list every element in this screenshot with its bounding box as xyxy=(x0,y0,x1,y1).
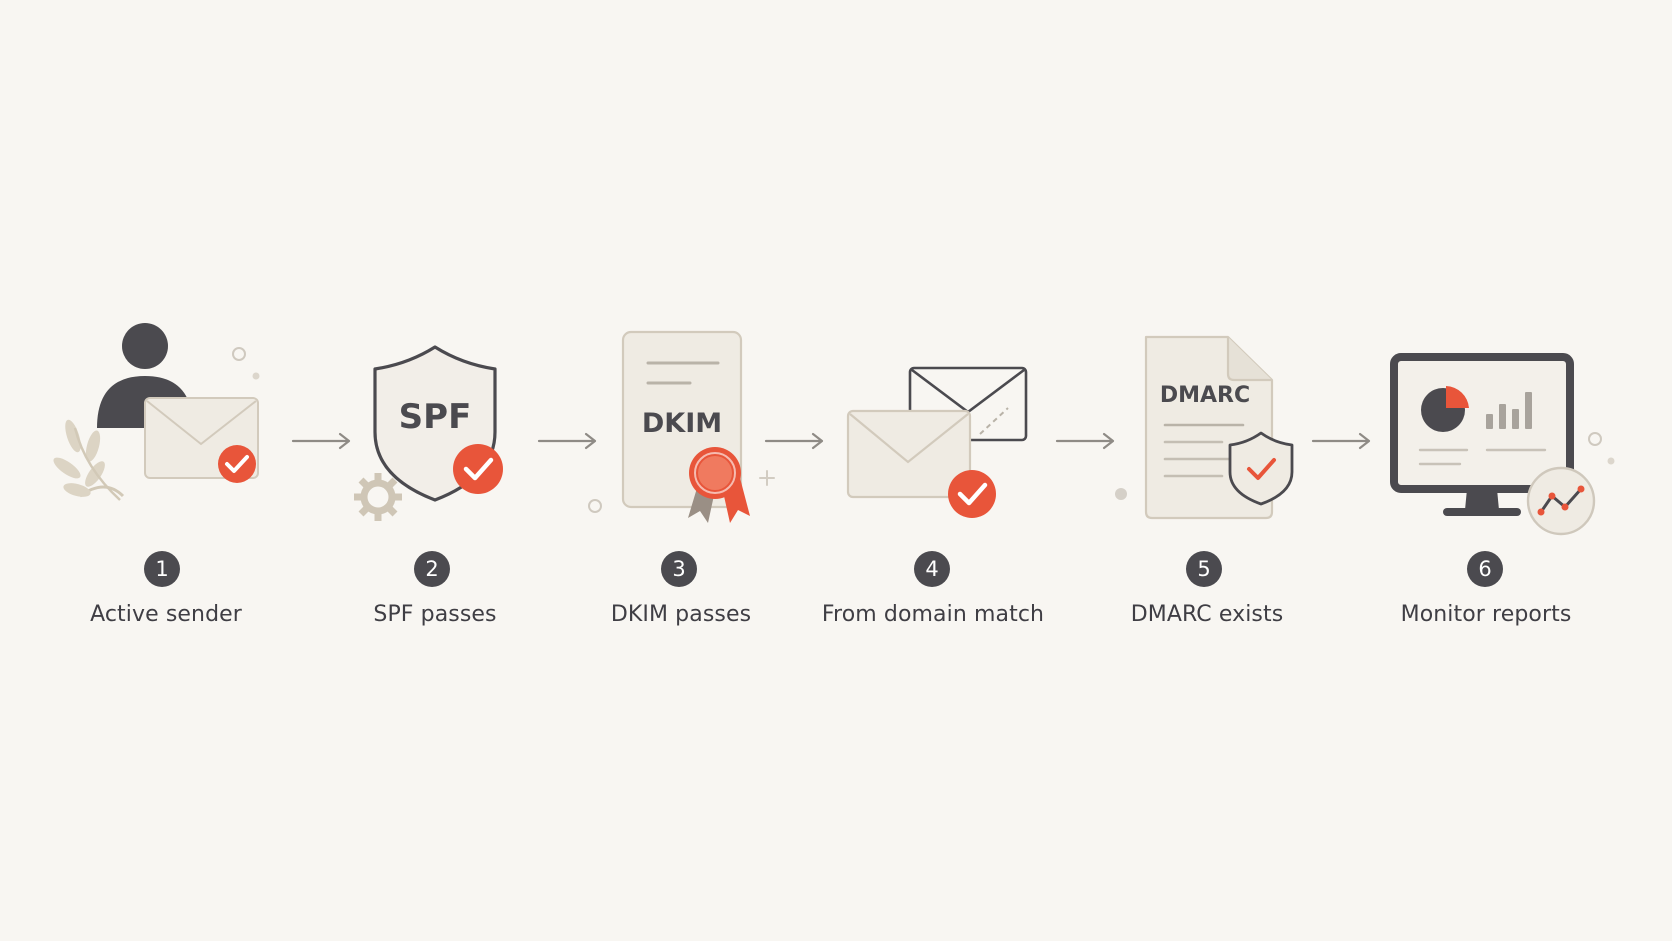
check-icon xyxy=(453,444,503,494)
step-1-number: 1 xyxy=(144,551,180,587)
arrow-icon xyxy=(1055,432,1115,450)
step-6-figure xyxy=(1390,353,1615,536)
step-5-figure: DMARC xyxy=(1115,335,1294,520)
spf-shield-text: SPF xyxy=(399,397,472,437)
step-6-number: 6 xyxy=(1467,551,1503,587)
step-2-number: 2 xyxy=(414,551,450,587)
bar-chart-icon xyxy=(1486,392,1532,429)
line-chart-icon xyxy=(1526,466,1596,536)
leaf-icon xyxy=(53,419,125,501)
step-1-figure xyxy=(53,323,260,501)
dmarc-document-text: DMARC xyxy=(1160,383,1250,408)
arrow-icon xyxy=(764,432,824,450)
shield-icon xyxy=(1228,431,1294,506)
ribbon-seal-icon xyxy=(688,447,750,523)
check-icon xyxy=(218,445,256,483)
step-5-label: DMARC exists xyxy=(1130,602,1284,627)
gear-icon xyxy=(354,473,402,521)
step-4-label: From domain match xyxy=(821,602,1045,627)
check-icon xyxy=(948,470,996,518)
pie-chart-icon xyxy=(1421,386,1469,432)
step-4-figure xyxy=(846,366,1028,518)
step-3-number: 3 xyxy=(661,551,697,587)
step-2-label: SPF passes xyxy=(373,602,497,627)
step-6-label: Monitor reports xyxy=(1400,602,1572,627)
step-3-label: DKIM passes xyxy=(610,602,752,627)
step-4-number: 4 xyxy=(914,551,950,587)
step-5-number: 5 xyxy=(1186,551,1222,587)
arrow-icon xyxy=(1311,432,1371,450)
dkim-document-text: DKIM xyxy=(642,408,722,439)
step-1-label: Active sender xyxy=(90,602,242,627)
arrow-icon xyxy=(291,432,351,450)
envelope-icon xyxy=(846,409,972,499)
arrow-icon xyxy=(537,432,597,450)
step-2-figure: SPF xyxy=(354,345,503,521)
step-3-figure: DKIM xyxy=(588,330,775,523)
